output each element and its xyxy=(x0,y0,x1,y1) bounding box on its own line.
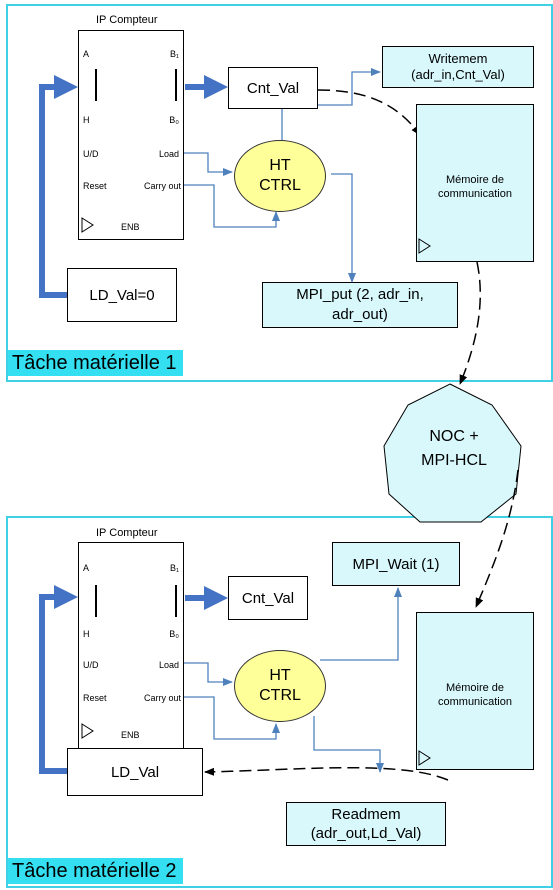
memory-clock-triangle-icon-2 xyxy=(418,750,431,766)
load-to-ht-line xyxy=(180,152,233,176)
ld-val-to-a-arrow xyxy=(39,75,78,298)
pin-ud-2: U/D xyxy=(83,660,99,670)
cnt-val-box: Cnt_Val xyxy=(228,67,318,109)
task1-label: Tâche matérielle 1 xyxy=(8,350,183,376)
pin-load-2: Load xyxy=(158,660,179,670)
memory-box-2: Mémoire de communication xyxy=(416,612,534,770)
readmem-box: Readmem (adr_out,Ld_Val) xyxy=(286,802,446,846)
load2-to-ht-line xyxy=(180,662,233,686)
ld-val-box: LD_Val=0 xyxy=(67,268,177,322)
task2-label: Tâche matérielle 2 xyxy=(8,858,183,884)
memory-box: Mémoire de communication xyxy=(416,104,534,262)
memory-to-ld-val-dashed xyxy=(204,767,449,781)
pin-h-2: H xyxy=(83,629,90,639)
pin-b1-2: B₁ xyxy=(169,563,179,573)
noc-label: NOC + MPI-HCL xyxy=(421,428,487,469)
pin-bar-left xyxy=(95,69,97,101)
pin-b0: B₀ xyxy=(169,115,179,125)
pin-carry-out-2: Carry out xyxy=(143,693,181,703)
ip-title: IP Compteur xyxy=(96,14,158,26)
ip-title-2: IP Compteur xyxy=(96,527,158,539)
pin-load: Load xyxy=(158,149,179,159)
noc-to-memory-dashed xyxy=(475,469,519,608)
task1-frame xyxy=(6,4,553,382)
pin-a-2: A xyxy=(83,563,90,573)
pin-enb: ENB xyxy=(121,222,140,232)
clock-triangle-icon-2 xyxy=(81,723,94,739)
ht-to-writemem-line xyxy=(281,68,381,140)
pin-b0-2: B₀ xyxy=(169,629,179,639)
ld-val2-to-a-arrow xyxy=(39,585,78,774)
ld-val-box-2: LD_Val xyxy=(67,748,203,796)
carry-to-ht-line xyxy=(180,184,280,228)
memory-clock-triangle-icon xyxy=(418,238,431,254)
pin-bar-left-2 xyxy=(95,585,97,617)
ht-ctrl-circle-2: HT CTRL xyxy=(234,650,326,722)
ht-ctrl-circle: HT CTRL xyxy=(234,140,326,212)
writemem-box: Writemem (adr_in,Cnt_Val) xyxy=(382,46,534,88)
mpi-wait-box: MPI_Wait (1) xyxy=(332,542,460,586)
pin-carry-out: Carry out xyxy=(143,181,181,191)
mpi-put-box: MPI_put (2, adr_in, adr_out) xyxy=(262,282,458,328)
pin-reset: Reset xyxy=(83,181,107,191)
pin-ud: U/D xyxy=(83,149,99,159)
pin-h: H xyxy=(83,115,90,125)
carry2-to-ht-line xyxy=(180,696,280,740)
noc-shape xyxy=(383,383,522,523)
pin-bar-right-2 xyxy=(175,585,177,617)
ip-counter-block-2: A B₁ H B₀ U/D Load Reset Carry out ENB xyxy=(78,542,184,752)
clock-triangle-icon xyxy=(81,217,94,233)
pin-bar-right xyxy=(175,69,177,101)
ht-to-mpi-put-line xyxy=(331,173,356,283)
task2-frame xyxy=(6,516,553,888)
ip-counter-block: A B₁ H B₀ U/D Load Reset Carry out ENB xyxy=(78,30,184,240)
ht-to-mpi-wait-line xyxy=(320,587,402,661)
ht-to-readmem-line xyxy=(313,716,384,773)
pin-b1: B₁ xyxy=(169,49,179,59)
memory-to-noc-dashed xyxy=(459,261,481,385)
pin-reset-2: Reset xyxy=(83,693,107,703)
cnt-val-to-memory-dashed xyxy=(317,89,421,136)
pin-a: A xyxy=(83,49,90,59)
cnt-val-box-2: Cnt_Val xyxy=(228,576,308,620)
pin-enb-2: ENB xyxy=(121,730,140,740)
